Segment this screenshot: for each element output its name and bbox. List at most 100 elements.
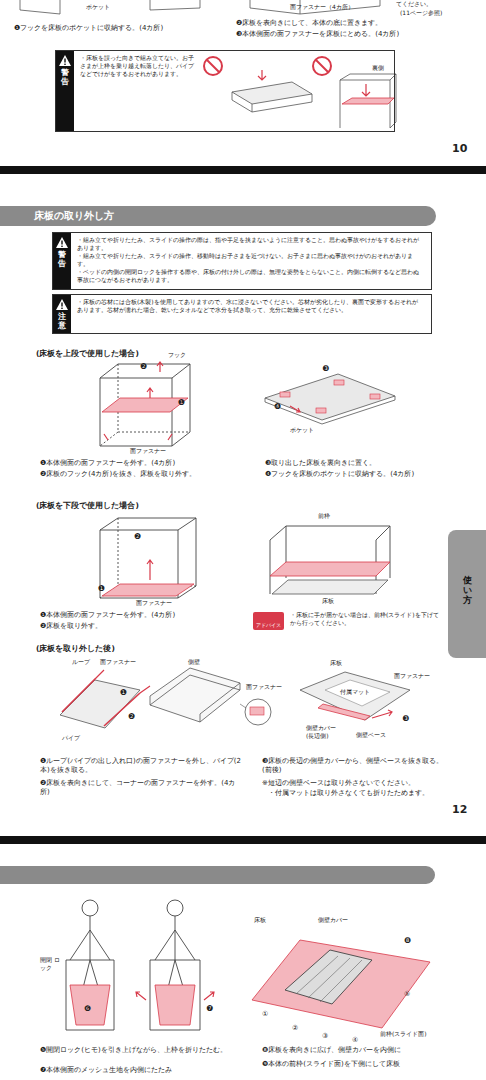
label-text: ※短辺の側壁ベースは取り外さないでください。	[262, 779, 457, 788]
warning-body: ・組み立てや折りたたみ、スライドの操作の際は、指や手足を挟まないように注意するこ…	[73, 233, 425, 288]
warning-triangle	[59, 55, 71, 66]
label-text: 側壁	[188, 658, 200, 666]
label-text: ❷床板のフック(4カ所)を抜き、床板を取り外す。	[40, 470, 255, 479]
warning-word: 注意	[58, 313, 66, 331]
warning-strip: 警告	[56, 51, 74, 131]
label-text: ポケット	[290, 426, 314, 434]
label-text: 面ファスナー	[136, 599, 172, 607]
label-text: ④	[352, 1036, 358, 1045]
label-text: (11ページ参照)	[400, 9, 442, 17]
label-text: てください。	[396, 0, 432, 8]
label-text: ❷床板を表向きにして、本体の底に置きます。	[236, 19, 451, 28]
warn-box: 警告・組み立てや折りたたみ、スライドの操作の際は、指や手足を挟まないように注意す…	[52, 232, 432, 290]
callout-number: ❶	[178, 398, 185, 409]
warning-mark	[61, 246, 62, 247]
warning-text: ・組み立てや折りたたみ、スライドの操作、移動時はお子さまを近づけない。お子さまに…	[77, 252, 421, 268]
warning-body: ・床板を誤った向きで組み立てない。お子さまが上枠を乗り越え転落したり、パイプなど…	[76, 51, 198, 81]
warn-box: 警告・床板を誤った向きで組み立てない。お子さまが上枠を乗り越え転落したり、パイプ…	[55, 50, 395, 132]
label-text: ・付属マットは取り外さなくても折りたためます。	[268, 789, 458, 798]
callout-number: ❽	[404, 936, 411, 947]
label-text: ❶フックを床板のポケットに収納する。(4カ所)	[14, 24, 224, 33]
warning-triangle	[55, 236, 69, 249]
label-text: 開閉 ロック	[40, 956, 64, 972]
label-text: 床板	[330, 659, 342, 667]
warn-box: 注意・床板の芯材には合板(木製)を使用してありますので、水に浸さないでください。…	[52, 294, 432, 334]
heading-text: (床板を下段で使用した場合)	[36, 501, 139, 511]
callout-number: ❷	[128, 712, 135, 723]
callout-number: ❶	[120, 688, 127, 699]
callout-number: ❷	[134, 532, 141, 543]
label-text: パイプ	[62, 734, 80, 742]
label-text: ❶本体側面の面ファスナーを外す。(4カ所)	[40, 611, 245, 620]
label-text: 面ファスナー	[100, 658, 136, 666]
label-text: 前枠(スライド面)	[380, 1030, 427, 1038]
warning-word: 警告	[61, 69, 69, 87]
warning-strip: 注意	[53, 295, 71, 333]
label-text: ❽床板を表向きに広げ、側壁カバーを内側に	[262, 1046, 462, 1055]
callout-number: ❸	[322, 364, 329, 375]
warning-mark	[64, 59, 65, 63]
label-text: ②	[292, 1024, 298, 1033]
label-text: ❶本体側面の面ファスナーを外す。(4カ所)	[40, 459, 255, 468]
band-box: 床板の取り外し方	[0, 206, 436, 226]
label-text: ❼本体側面のメッシュ生地を内側にたたみ	[40, 1066, 240, 1075]
label-text: ループ	[72, 658, 90, 666]
heading-text: (床板を取り外した後)	[36, 644, 115, 654]
side-tab-label: 使い方	[463, 576, 472, 606]
label-text: ❸本体側面の面ファスナーを床板にとめる。(4カ所)	[236, 30, 451, 39]
callout-number: ❸	[402, 714, 409, 725]
label-text: ポケット	[86, 3, 110, 11]
section-title: 床板の取り外し方	[0, 206, 436, 226]
label-text: 面ファスナー	[130, 447, 166, 455]
warning-triangle	[56, 299, 68, 310]
warning-text: ・床板の芯材には合板(木製)を使用してありますので、水に浸さないでください。芯材…	[77, 298, 421, 314]
label-text: ❷床板を取り外す。	[40, 622, 245, 631]
label-text: 前枠	[318, 512, 330, 520]
label-text: フック	[168, 351, 186, 359]
label-text: ❹フックを床板のポケットに収納する。(4カ所)	[265, 470, 445, 479]
warning-triangle	[58, 54, 72, 67]
label-text: 面ファスナー	[394, 672, 430, 680]
label-text: 側壁カバー (長辺側)	[306, 724, 340, 740]
warning-text: ・ベッドの内側の開閉ロックを操作する際や、床板の付け外しの際は、無理な姿勢をとら…	[77, 268, 421, 284]
label-text: 床板	[254, 916, 266, 924]
warning-mark	[61, 308, 62, 309]
warning-mark	[61, 241, 62, 245]
warning-word: 警告	[58, 251, 66, 269]
heading-text: 12	[452, 803, 467, 818]
label-text: ❷床板を表向きにして、コーナーの面ファスナーを外す。(4カ所)	[40, 779, 245, 798]
label-text: 面ファスナー	[246, 683, 282, 691]
tab-box: 使い方	[448, 530, 486, 658]
label-text: ❶ループ(パイプの出し入れ口)の面ファスナーを外し、パイプ(2本)を抜き取る。	[40, 757, 245, 776]
icon-box: アドバイス	[253, 612, 284, 630]
label-text: ❸取り出した床板を裏向きに置く。	[265, 459, 445, 468]
label-text: 裏側	[372, 64, 384, 72]
label-text: ❺開閉ロック(ヒモ)を引き上げながら、上枠を折りたたむ。	[40, 1046, 230, 1055]
label-text: ⑤	[404, 990, 410, 999]
callout-number: ❹	[274, 402, 281, 413]
warning-text: ・組み立てや折りたたみ、スライドの操作の際は、指や手足を挟まないように注意するこ…	[77, 236, 421, 252]
advice-label: アドバイス	[254, 616, 283, 634]
label-text: ③	[322, 1032, 328, 1041]
callout-number: ❷	[140, 362, 147, 373]
warning-text: ・床板を誤った向きで組み立てない。お子さまが上枠を乗り越え転落したり、パイプなど…	[80, 54, 194, 78]
label-text: ・床板に手が届かない場合は、前枠(スライド)を下げてから行ってください。	[290, 611, 440, 627]
label-text: ①	[262, 1010, 268, 1019]
warning-strip: 警告	[53, 233, 71, 289]
label-text: 側壁ベース	[356, 731, 386, 739]
heading-text: 10	[452, 142, 467, 157]
label-text: ❾本体の前枠(スライド面)を下側にして床板	[262, 1060, 462, 1069]
label-text: 側壁カバー	[318, 916, 348, 924]
callout-number: ❼	[206, 1004, 213, 1015]
warning-triangle	[55, 298, 69, 311]
label-text: 面ファスナー（4カ所）	[290, 3, 354, 11]
label-text: 床板	[322, 597, 334, 605]
callout-number: ❶	[98, 584, 105, 595]
heading-text: (床板を上段で使用した場合)	[36, 349, 139, 359]
callout-number: ❻	[84, 1004, 91, 1015]
warning-body: ・床板の芯材には合板(木製)を使用してありますので、水に浸さないでください。芯材…	[73, 295, 425, 317]
warning-mark	[64, 64, 65, 65]
warning-mark	[61, 303, 62, 307]
label-text: 付属マット	[340, 688, 370, 696]
